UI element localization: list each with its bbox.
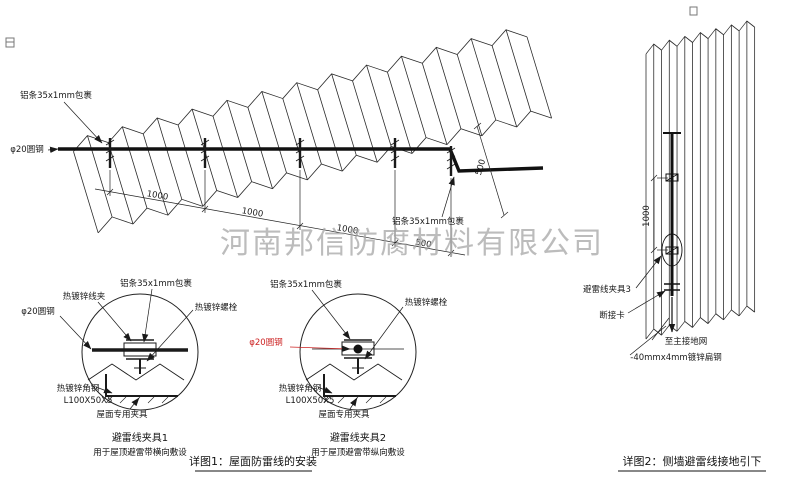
caption-detail-2: 详图2：侧墙避雷线接地引下 bbox=[623, 454, 762, 468]
detail-2-circle bbox=[299, 293, 417, 411]
print-artifact-marks bbox=[5, 6, 698, 48]
roof-sheet-profile bbox=[87, 363, 185, 381]
label-to-ground: 至主接地网 bbox=[665, 336, 708, 347]
detail-1-circle bbox=[81, 293, 199, 411]
label-angle-steel: 热镀锌角钢 bbox=[279, 383, 322, 394]
wall-leaders bbox=[627, 255, 670, 356]
alu-wrap bbox=[123, 342, 157, 357]
detail-2: 铝条35x1mm包裹 热镀锌螺栓 φ20圆钢 热镀锌角钢 L100X50X5 屋… bbox=[249, 279, 447, 458]
label-alu-strip: 铝条35x1mm包裹 bbox=[120, 278, 192, 289]
label-roof-clamp: 屋面专用夹具 bbox=[318, 409, 370, 420]
detail-1: 热镀锌线夹 铝条35x1mm包裹 热镀锌螺栓 φ20圆钢 热镀锌角钢 L100X… bbox=[21, 278, 237, 458]
detail-2-leaders bbox=[289, 289, 404, 410]
dim-500: 500 bbox=[414, 238, 432, 251]
artifact-mark-top-right bbox=[689, 6, 698, 16]
wall-dim-1000: 1000 bbox=[642, 205, 652, 227]
wall-dimension bbox=[650, 174, 668, 254]
roof-leaders bbox=[47, 101, 455, 218]
roof-right-edge bbox=[526, 36, 553, 119]
roof-sheet-profile bbox=[305, 363, 403, 381]
label-bolt: 热镀锌螺栓 bbox=[195, 302, 238, 313]
label-wire-clip: 热镀锌线夹 bbox=[63, 291, 106, 302]
label-angle-spec: L100X50X5 bbox=[64, 396, 113, 406]
label-alu-strip-top: 铝条35x1mm包裹 bbox=[20, 90, 92, 101]
angle-steel-shape bbox=[323, 374, 396, 397]
dim-1000-2: 1000 bbox=[241, 206, 264, 220]
label-disconnect-card: 断接卡 bbox=[599, 310, 625, 321]
label-round-steel-red: φ20圆钢 bbox=[249, 337, 282, 348]
roof-lightning-wire-group bbox=[58, 136, 544, 178]
roof-corrugated-panel bbox=[69, 24, 553, 234]
wall-down-conductor bbox=[661, 132, 683, 333]
wall-clamp-lower bbox=[665, 246, 679, 255]
wall-clamp-upper bbox=[665, 173, 679, 182]
label-alu-strip: 铝条35x1mm包裹 bbox=[270, 279, 342, 290]
label-roof-clamp: 屋面专用夹具 bbox=[96, 409, 148, 420]
label-clamp3: 避雷线夹具3 bbox=[583, 284, 631, 295]
caption-detail-1: 详图1：屋面防雷线的安装 bbox=[189, 454, 317, 468]
label-round-steel: φ20圆钢 bbox=[10, 144, 43, 155]
wall-corrugated-panel bbox=[645, 18, 756, 340]
detail-2-title: 避雷线夹具2 bbox=[330, 431, 386, 444]
detail-1-leaders bbox=[59, 288, 194, 410]
wall-view: 1000 避雷线夹具3 断接卡 至主接地网 -40mmx4mm镀锌扁钢 bbox=[583, 18, 756, 363]
round-steel-section bbox=[353, 344, 363, 354]
dim-500-right: 500 bbox=[474, 158, 488, 176]
label-flat-steel: -40mmx4mm镀锌扁钢 bbox=[630, 352, 721, 363]
detail-1-title: 避雷线夹具1 bbox=[112, 431, 168, 444]
dim-1000-3: 1000 bbox=[336, 223, 359, 237]
detail-1-assembly bbox=[87, 339, 188, 404]
angle-steel-shape bbox=[105, 374, 178, 397]
company-watermark: 河南邦信防腐材料有限公司 bbox=[220, 226, 604, 261]
dim-1000-1: 1000 bbox=[146, 189, 169, 203]
roof-dimension-chain bbox=[94, 122, 509, 257]
detail-1-subtitle: 用于屋顶避雷带横向敷设 bbox=[93, 447, 187, 458]
label-round-steel: φ20圆钢 bbox=[21, 306, 54, 317]
label-angle-spec: L100X50X5 bbox=[286, 396, 335, 406]
wire-clamp bbox=[389, 136, 401, 170]
detail-2-subtitle: 用于屋顶避雷带纵向敷设 bbox=[311, 447, 405, 458]
label-bolt: 热镀锌螺栓 bbox=[405, 297, 448, 308]
label-angle-steel: 热镀锌角钢 bbox=[57, 383, 100, 394]
label-alu-strip-right: 铝条35x1mm包裹 bbox=[392, 216, 464, 227]
lightning-wire bbox=[58, 147, 544, 173]
